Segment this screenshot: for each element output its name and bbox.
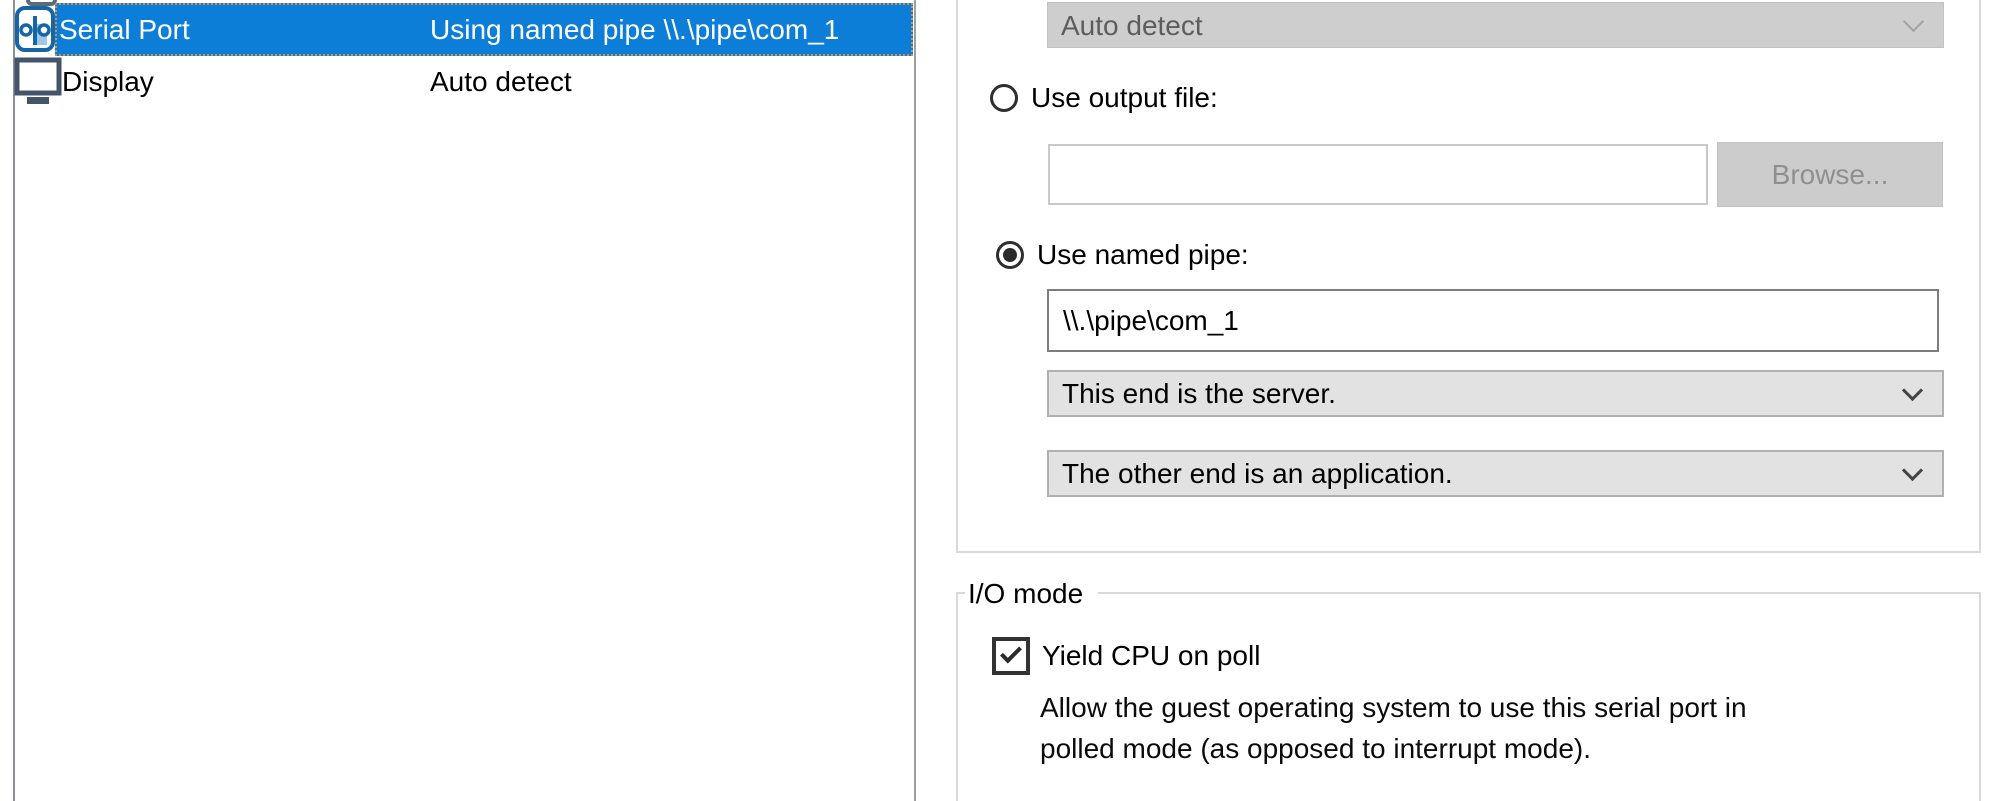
device-row-serial-port[interactable] bbox=[55, 3, 913, 56]
serial-port-icon bbox=[15, 6, 55, 52]
chevron-down-icon bbox=[1901, 379, 1924, 402]
yield-cpu-label[interactable]: Yield CPU on poll bbox=[1042, 640, 1261, 671]
use-named-pipe-label[interactable]: Use named pipe: bbox=[1037, 239, 1249, 270]
io-mode-description-line1: Allow the guest operating system to use … bbox=[1040, 692, 1747, 723]
use-named-pipe-radio[interactable] bbox=[996, 241, 1024, 269]
chevron-down-icon bbox=[1901, 459, 1924, 482]
io-group-border-left bbox=[956, 592, 958, 801]
display-icon bbox=[14, 57, 62, 104]
pipe-end-dropdown[interactable]: This end is the server. bbox=[1047, 370, 1944, 417]
io-mode-description-line2: polled mode (as opposed to interrupt mod… bbox=[1040, 733, 1591, 764]
device-list-divider bbox=[914, 0, 916, 801]
chevron-down-icon bbox=[1902, 10, 1925, 33]
io-group-border-top-b bbox=[1098, 592, 1981, 594]
device-name-display[interactable]: Display bbox=[62, 66, 154, 97]
use-output-file-radio[interactable] bbox=[990, 84, 1018, 112]
io-group-border-top-a bbox=[956, 592, 965, 594]
checkmark-icon bbox=[1000, 641, 1022, 664]
device-list-left-border bbox=[13, 0, 15, 801]
browse-button[interactable]: Browse... bbox=[1717, 142, 1943, 207]
use-output-file-label[interactable]: Use output file: bbox=[1031, 82, 1218, 113]
connection-group-border-bottom bbox=[956, 551, 1981, 553]
device-summary-display[interactable]: Auto detect bbox=[430, 66, 572, 97]
named-pipe-input[interactable] bbox=[1047, 289, 1939, 352]
output-file-input[interactable] bbox=[1048, 144, 1708, 205]
connection-group-border-right bbox=[1979, 0, 1981, 552]
physical-port-dropdown[interactable]: Auto detect bbox=[1047, 2, 1944, 48]
io-group-border-right bbox=[1979, 592, 1981, 801]
pipe-other-end-dropdown-value: The other end is an application. bbox=[1062, 458, 1453, 489]
radio-selected-dot bbox=[1003, 248, 1017, 262]
io-mode-group-title: I/O mode bbox=[965, 578, 1087, 610]
pipe-other-end-dropdown[interactable]: The other end is an application. bbox=[1047, 450, 1944, 497]
connection-group-border-left bbox=[956, 0, 958, 552]
yield-cpu-checkbox[interactable] bbox=[992, 637, 1030, 675]
pipe-end-dropdown-value: This end is the server. bbox=[1062, 378, 1336, 409]
device-summary-serial-port[interactable]: Using named pipe \\.\pipe\com_1 bbox=[430, 14, 840, 45]
physical-port-dropdown-value: Auto detect bbox=[1061, 10, 1203, 41]
device-name-serial-port[interactable]: Serial Port bbox=[59, 14, 190, 45]
